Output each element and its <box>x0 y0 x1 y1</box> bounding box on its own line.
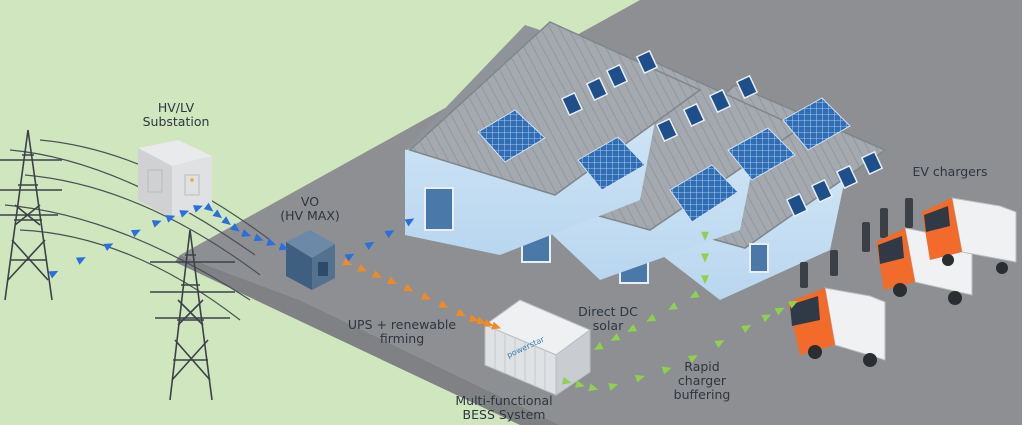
flow-arrow <box>404 218 415 227</box>
flow-arrow <box>212 209 223 219</box>
pylon-left <box>0 129 62 301</box>
flow-arrow <box>253 233 264 242</box>
label-vo-line1: VO <box>300 194 320 209</box>
label-ups-line2: firming <box>379 331 425 346</box>
hv-flow-arrows <box>48 202 415 279</box>
flow-arrow <box>714 340 725 348</box>
flow-arrow <box>608 383 619 391</box>
flow-arrow <box>627 324 638 332</box>
flow-arrow <box>278 242 289 251</box>
flow-arrow <box>103 243 114 251</box>
ground-plane-shadow <box>175 255 560 425</box>
flow-arrow <box>266 238 277 246</box>
flow-arrow <box>221 216 231 225</box>
vo-unit <box>286 230 335 290</box>
flow-arrow <box>372 270 383 278</box>
flow-arrow <box>179 210 190 218</box>
flow-arrow <box>610 333 621 341</box>
flow-arrow <box>420 292 431 300</box>
truck-front <box>788 287 886 367</box>
label-vo-line2: (HV MAX) <box>280 208 340 223</box>
label-vo: VO (HV MAX) <box>270 195 350 223</box>
flow-arrow <box>455 308 466 317</box>
flow-arrow <box>229 222 240 232</box>
flow-arrow <box>130 229 141 238</box>
flow-arrow <box>575 380 585 388</box>
dc-flow-arrows <box>561 231 798 392</box>
flow-arrow <box>646 313 657 322</box>
label-substation-line1: HV/LV <box>157 100 195 115</box>
flow-arrow <box>344 253 355 262</box>
label-rapid-line2: charger <box>677 373 727 388</box>
flow-arrow <box>483 319 494 327</box>
label-direct-dc-line2: solar <box>592 318 624 333</box>
label-bess: Multi-functional BESS System <box>446 394 562 422</box>
flow-arrow <box>689 290 700 299</box>
truck-middle <box>876 227 973 305</box>
flow-arrow <box>357 264 368 272</box>
flow-arrow <box>561 376 572 385</box>
flow-arrow <box>661 366 672 375</box>
solar-array <box>782 97 851 151</box>
label-ups: UPS + renewable firming <box>340 318 464 346</box>
flow-arrow <box>241 229 252 237</box>
label-ups-line1: UPS + renewable <box>347 317 457 332</box>
solar-array <box>477 109 546 163</box>
label-rapid-line3: buffering <box>673 387 731 402</box>
flow-arrow <box>75 257 86 265</box>
flow-arrow <box>701 231 709 241</box>
substation-box <box>138 140 212 218</box>
flow-arrow <box>165 215 176 223</box>
flow-arrow <box>48 270 59 279</box>
flow-arrow <box>203 202 214 212</box>
roof-skylights <box>560 49 884 218</box>
label-direct-dc-line1: Direct DC <box>578 304 638 319</box>
flow-arrow <box>468 314 479 322</box>
solar-array <box>727 127 796 181</box>
flow-arrow <box>761 314 772 323</box>
flow-arrow <box>151 220 162 228</box>
flow-arrow <box>342 257 353 266</box>
flow-arrow <box>593 342 604 350</box>
pylon-right <box>150 229 235 401</box>
flow-arrow <box>588 383 599 392</box>
label-direct-dc: Direct DC solar <box>568 305 648 333</box>
flow-arrow <box>787 301 798 309</box>
flow-arrow <box>384 230 395 239</box>
label-rapid: Rapid charger buffering <box>662 360 742 402</box>
flow-arrow <box>438 300 449 308</box>
flow-arrow <box>403 283 414 292</box>
flow-arrow <box>701 253 709 263</box>
flow-arrow <box>687 355 698 363</box>
flow-arrow <box>387 276 398 285</box>
flow-arrow <box>634 374 645 383</box>
label-ev-chargers: EV chargers <box>912 164 988 179</box>
solar-array <box>577 136 646 191</box>
ev-chargers <box>800 198 913 288</box>
label-bess-line2: BESS System <box>462 407 546 422</box>
flow-arrow <box>192 205 203 213</box>
label-substation-line2: Substation <box>142 114 210 129</box>
flow-arrow <box>741 325 752 333</box>
label-substation: HV/LV Substation <box>136 101 216 129</box>
flow-arrow <box>774 307 785 316</box>
solar-array <box>669 164 739 223</box>
flow-arrow <box>668 302 678 310</box>
ups-flow-arrows <box>342 257 502 330</box>
truck-back <box>922 197 1017 274</box>
flow-arrow <box>364 241 375 250</box>
flow-arrow <box>701 275 709 285</box>
label-bess-line1: Multi-functional <box>455 393 553 408</box>
flow-arrow <box>491 321 502 330</box>
flow-arrow <box>476 316 487 325</box>
solar-panels <box>477 97 851 223</box>
label-rapid-line1: Rapid <box>684 359 720 374</box>
